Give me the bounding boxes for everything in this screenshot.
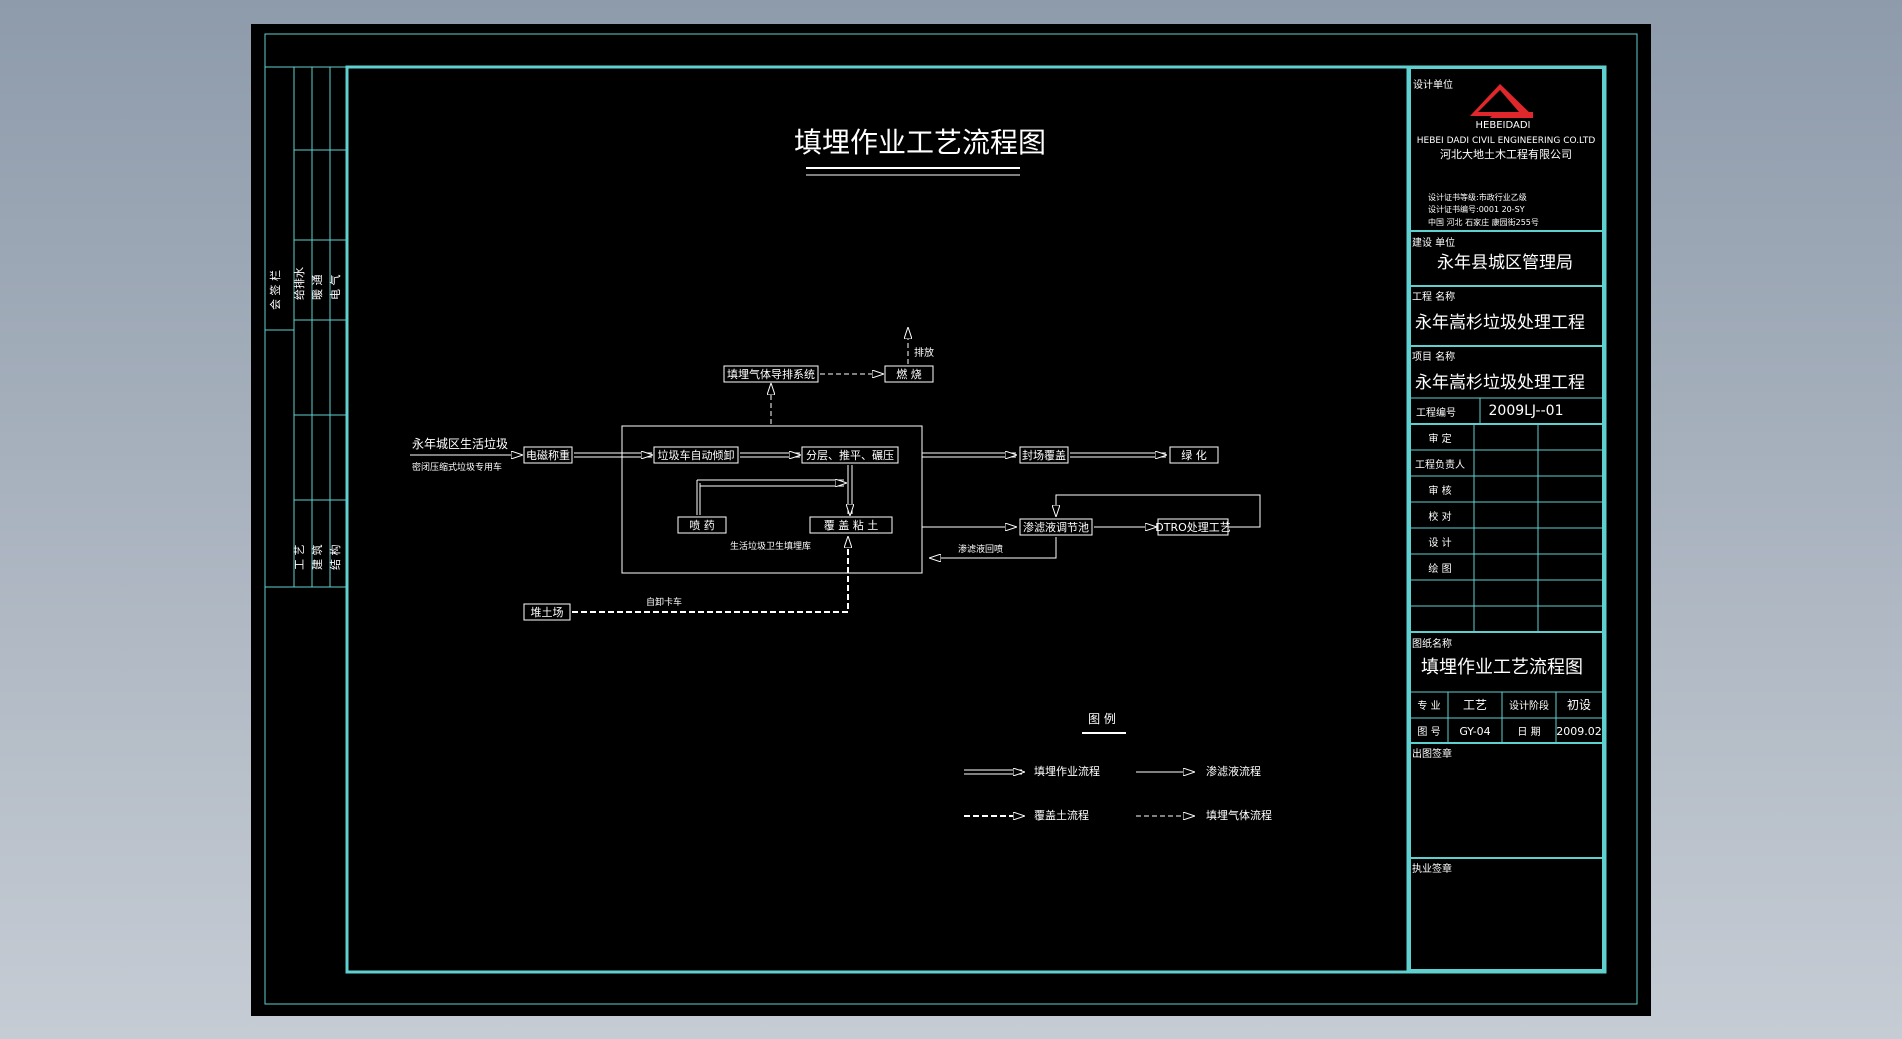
client-value: 永年县城区管理局 xyxy=(1437,253,1573,273)
address: 中国 河北 石家庄 康园街255号 xyxy=(1428,217,1539,227)
client-label: 建设 单位 xyxy=(1412,236,1455,249)
exhaust-label: 排放 xyxy=(914,346,934,359)
soil-yard-box xyxy=(523,603,571,621)
drawing-canvas xyxy=(251,24,1651,1016)
company-cn: 河北大地土木工程有限公司 xyxy=(1440,147,1572,161)
stage-value: 初设 xyxy=(1567,698,1591,712)
item-label: 项目 名称 xyxy=(1412,350,1455,363)
code-label: 工程编号 xyxy=(1416,406,1456,419)
role-design: 设 计 xyxy=(1428,536,1451,549)
gas-system-label: 填埋气体导排系统 xyxy=(727,367,815,381)
compact-label: 分层、推平、碾压 xyxy=(806,448,894,462)
unload-box xyxy=(653,446,739,464)
leachate-return-label: 渗滤液回喷 xyxy=(958,543,1003,555)
strip-label-water: 给排水 xyxy=(292,267,306,300)
legend-item-leachate: 渗滤液流程 xyxy=(1206,764,1261,778)
strip-label-process: 工 艺 xyxy=(293,545,306,571)
design-unit-label: 设计单位 xyxy=(1413,78,1453,91)
role-lead: 工程负责人 xyxy=(1415,458,1465,471)
date-label: 日 期 xyxy=(1517,726,1540,738)
dtro-label: DTRO处理工艺 xyxy=(1155,521,1231,534)
code-value: 2009LJ--01 xyxy=(1489,403,1564,419)
strip-label-struct: 结 构 xyxy=(328,545,342,571)
drawing-no-value: GY-04 xyxy=(1459,725,1490,738)
leachate-tank-label: 渗滤液调节池 xyxy=(1023,520,1089,534)
legend-item-gas: 填埋气体流程 xyxy=(1206,808,1272,822)
landfill-area-box xyxy=(621,425,923,574)
drawing-title: 填埋作业工艺流程图 xyxy=(794,126,1046,159)
legend-item-landfill: 填埋作业流程 xyxy=(1034,764,1100,778)
source-sub-label: 密闭压缩式垃圾专用车 xyxy=(412,461,502,473)
soil-yard-label: 堆土场 xyxy=(531,605,564,619)
compact-box xyxy=(801,446,899,464)
legend-title: 图 例 xyxy=(1088,712,1116,726)
discipline-label: 专 业 xyxy=(1417,699,1440,712)
company-logo-icon xyxy=(1470,84,1533,118)
cover-soil-box xyxy=(809,516,893,534)
flare-label: 燃 烧 xyxy=(896,367,922,381)
issue-stamp-label: 出图签章 xyxy=(1412,747,1452,760)
disinfect-box xyxy=(677,516,727,534)
drawing-no-label: 图 号 xyxy=(1417,726,1440,738)
unload-label: 垃圾车自动倾卸 xyxy=(658,448,735,462)
cover-final-label: 封场覆盖 xyxy=(1022,448,1066,462)
landfill-label: 生活垃圾卫生填埋库 xyxy=(730,540,811,552)
strip-label-sign: 会 签 栏 xyxy=(268,270,282,310)
legend-item-soil: 覆盖土流程 xyxy=(1034,808,1089,822)
item-value: 永年嵩杉垃圾处理工程 xyxy=(1415,373,1585,393)
flare-box xyxy=(884,365,934,383)
drawing-name-value: 填埋作业工艺流程图 xyxy=(1421,657,1583,678)
weigh-box xyxy=(523,446,573,464)
project-value: 永年嵩杉垃圾处理工程 xyxy=(1415,313,1585,333)
green-box xyxy=(1169,446,1219,464)
role-review: 审 核 xyxy=(1428,484,1451,497)
source-label: 永年城区生活垃圾 xyxy=(412,436,508,451)
date-value: 2009.02 xyxy=(1556,725,1602,738)
title-block-frame xyxy=(1409,67,1604,971)
role-approve: 审 定 xyxy=(1428,432,1451,445)
legend-swatch-landfill xyxy=(964,770,1024,774)
practice-stamp-label: 执业签章 xyxy=(1412,862,1452,875)
leachate-tank-box xyxy=(1019,518,1093,536)
cert-grade: 设计证书等级:市政行业乙级 xyxy=(1428,192,1527,202)
stage-label: 设计阶段 xyxy=(1509,699,1549,712)
green-label: 绿 化 xyxy=(1181,448,1207,462)
project-label: 工程 名称 xyxy=(1412,290,1455,303)
logo-text: HEBEIDADI xyxy=(1476,120,1531,131)
gas-system-box xyxy=(723,365,819,383)
dump-truck-label: 自卸卡车 xyxy=(646,596,682,608)
strip-label-arch: 建 筑 xyxy=(310,545,324,571)
role-check: 校 对 xyxy=(1428,510,1451,523)
drawing-name-label: 图纸名称 xyxy=(1412,637,1452,650)
strip-label-electric: 电 气 xyxy=(328,275,342,301)
cover-final-box xyxy=(1019,446,1069,464)
role-draw: 绘 图 xyxy=(1428,562,1451,575)
cert-no: 设计证书编号:0001 20-SY xyxy=(1428,204,1525,214)
disinfect-label: 喷 药 xyxy=(689,519,715,532)
weigh-label: 电磁称重 xyxy=(526,448,570,462)
cover-soil-label: 覆 盖 粘 土 xyxy=(824,518,879,532)
discipline-value: 工艺 xyxy=(1463,698,1487,712)
company-en: HEBEI DADI CIVIL ENGINEERING CO.LTD xyxy=(1417,136,1596,146)
strip-label-hvac: 暖 通 xyxy=(311,275,324,301)
left-signature-strip xyxy=(264,66,348,588)
